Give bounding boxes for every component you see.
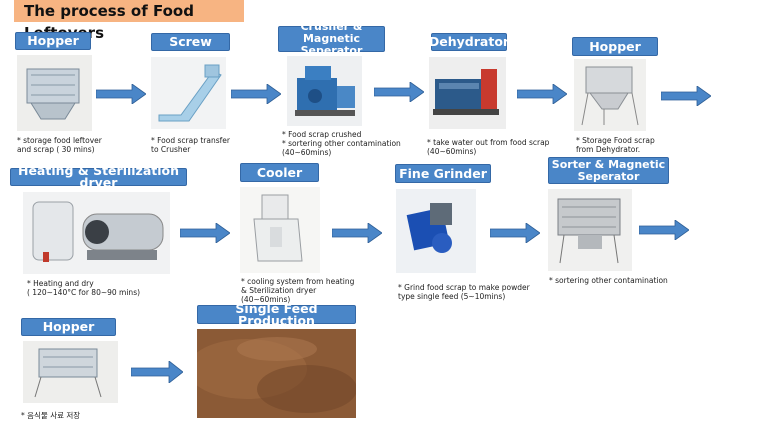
step-label-crusher: Crusher & Magnetic Seperator	[278, 21, 385, 57]
arrow-right	[517, 84, 567, 104]
arrow-right	[180, 223, 230, 243]
step-note-cooler: * cooling system from heating & Steriliz…	[241, 277, 355, 304]
step-note-heating-dryer: * Heating and dry ( 120~140°C for 80~90 …	[27, 279, 141, 297]
arrow-right	[96, 84, 146, 104]
step-label-hopper-1: Hopper	[15, 32, 91, 50]
arrow-right	[231, 84, 281, 104]
step-note-hopper-2: * Storage Food scrap from Dehydrator.	[576, 136, 655, 154]
arrow-right	[374, 82, 424, 102]
single-feed-image	[197, 329, 356, 418]
step-note-crusher: * Food scrap crushed * sortering other c…	[282, 130, 401, 157]
screw-image	[151, 57, 226, 129]
step-label-heating-dryer: Heating & Sterilization dryer	[10, 164, 187, 189]
step-label-screw: Screw	[151, 33, 230, 51]
step-note-screw: * Food scrap transfer to Crusher	[151, 136, 230, 154]
step-label-fine-grinder: Fine Grinder	[395, 164, 491, 183]
arrow-right	[131, 361, 183, 383]
step-label-hopper-2: Hopper	[572, 37, 658, 56]
step-label-single-feed: Single Feed Production	[197, 302, 356, 326]
step-label-cooler: Cooler	[240, 163, 319, 182]
arrow-right	[490, 223, 540, 243]
step-note-sorter: * sortering other contamination	[549, 276, 668, 285]
sorter-image	[548, 189, 632, 271]
hopper-image	[17, 55, 92, 131]
step-note-fine-grinder: * Grind food scrap to make powder type s…	[398, 283, 530, 301]
step-label-dehydrator: Dehydrator	[428, 33, 510, 51]
step-label-hopper-3: Hopper	[21, 318, 116, 336]
dehydrator-image	[429, 57, 506, 129]
step-note-dehydrator: * take water out from food scrap (40~60m…	[427, 138, 550, 156]
arrow-right	[332, 223, 382, 243]
page-title: The process of Food Leftovers	[14, 0, 244, 42]
cooler-image	[240, 187, 320, 273]
arrow-right	[661, 86, 711, 106]
step-note-hopper-1: * storage food leftover and scrap ( 30 m…	[17, 136, 102, 154]
hopper-2-image	[574, 59, 646, 131]
hopper-3-image	[23, 341, 118, 403]
step-note-hopper-3: * 음식물 사료 저장	[21, 411, 81, 420]
fine-grinder-image	[396, 189, 476, 273]
arrow-right	[639, 220, 689, 240]
heating-dryer-image	[23, 192, 170, 274]
crusher-image	[287, 56, 362, 126]
step-label-sorter: Sorter & Magnetic Seperator	[548, 157, 669, 184]
